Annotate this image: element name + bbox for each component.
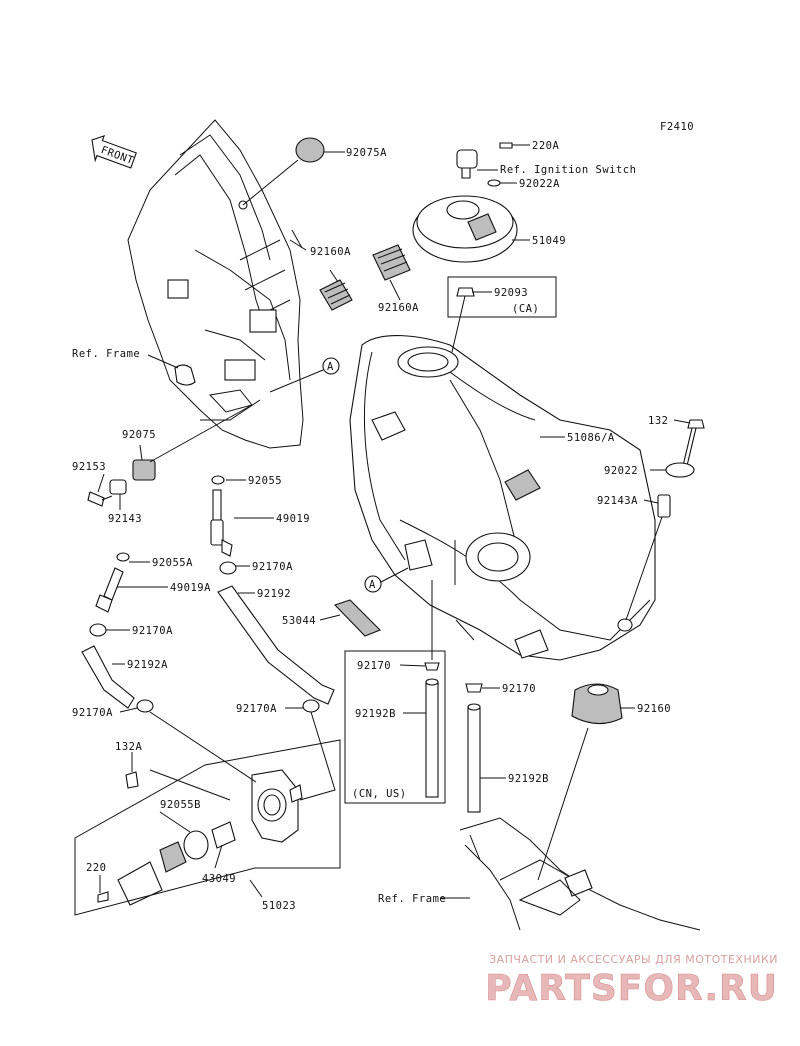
label-220: 220 — [86, 862, 106, 874]
label-92192: 92192 — [257, 588, 291, 600]
label-92192b-1: 92192B — [355, 708, 396, 720]
label-92055b: 92055B — [160, 799, 201, 811]
leader-lines — [97, 144, 691, 899]
label-92170a-1: 92170A — [252, 561, 293, 573]
pad-53044 — [333, 599, 381, 637]
damper-92075 — [132, 459, 156, 481]
o-ring-92055a — [116, 552, 130, 562]
label-ref-frame-bottom: Ref. Frame — [378, 893, 446, 905]
cn-us-region-box — [344, 650, 446, 804]
hose-92192a — [81, 645, 135, 709]
rubber-cap-92075a — [295, 137, 325, 163]
frame-drawing — [127, 119, 304, 449]
fuel-cock-assembly-outline — [74, 739, 341, 916]
watermark-brand: PARTSFOR.RU — [485, 968, 778, 1009]
label-92192a: 92192A — [127, 659, 168, 671]
label-92075a: 92075A — [346, 147, 387, 159]
label-43049: 43049 — [202, 873, 236, 885]
washer-92022 — [665, 462, 695, 478]
clamp-92170a-1 — [219, 561, 237, 575]
label-92022a: 92022A — [519, 178, 560, 190]
label-92075: 92075 — [122, 429, 156, 441]
damper-92160a-left — [319, 279, 353, 311]
frame-bottom — [459, 817, 701, 931]
label-51049: 51049 — [532, 235, 566, 247]
hose-92192b-right — [467, 703, 481, 813]
label-92170-2: 92170 — [502, 683, 536, 695]
screw-220a — [499, 142, 513, 149]
screen-49019a — [95, 567, 124, 613]
ca-region-box — [447, 276, 557, 318]
filler-cap-51049 — [412, 195, 518, 263]
label-92160a-2: 92160A — [378, 302, 419, 314]
label-92160: 92160 — [637, 703, 671, 715]
label-92192b-2: 92192B — [508, 773, 549, 785]
label-92153: 92153 — [72, 461, 106, 473]
fuel-cock-51023 — [97, 769, 303, 906]
label-92170-1: 92170 — [357, 660, 391, 672]
label-cn-us: (CN, US) — [352, 788, 407, 800]
label-92160a-1: 92160A — [310, 246, 351, 258]
o-ring-92055 — [211, 475, 225, 485]
label-132: 132 — [648, 415, 668, 427]
label-49019a: 49019A — [170, 582, 211, 594]
screen-49019 — [210, 489, 233, 557]
callout-a-upper-text: A — [327, 361, 334, 373]
label-92170a-4: 92170A — [236, 703, 277, 715]
bolt-92153 — [87, 491, 113, 507]
front-arrow: FRONT — [91, 135, 137, 169]
watermark-tagline: ЗАПЧАСТИ И АКСЕССУАРЫ ДЛЯ МОТОТЕХНИКИ — [489, 953, 778, 966]
figure-code: F2410 — [660, 121, 694, 133]
filter-43049 — [211, 821, 236, 849]
damper-92160a-right — [372, 244, 411, 281]
clamp-92170a-2 — [89, 623, 107, 637]
callout-a-lower: A — [364, 567, 409, 593]
bolt-132 — [681, 419, 705, 471]
label-92143a: 92143A — [597, 495, 638, 507]
label-132a: 132A — [115, 741, 142, 753]
hose-92192 — [217, 585, 335, 705]
watermark: ЗАПЧАСТИ И АКСЕССУАРЫ ДЛЯ МОТОТЕХНИКИ PA… — [485, 953, 778, 1009]
callout-a-upper: A — [269, 357, 340, 393]
ignition-key-cylinder — [456, 149, 478, 179]
screw-132a — [125, 771, 139, 789]
label-ref-frame-top: Ref. Frame — [72, 348, 140, 360]
label-92170a-3: 92170A — [72, 707, 113, 719]
label-51086: 51086/A — [567, 432, 615, 444]
label-92055: 92055 — [248, 475, 282, 487]
label-ca: (CA) — [512, 303, 539, 315]
label-ref-ignition-switch: Ref. Ignition Switch — [500, 164, 636, 176]
washer-92022a — [487, 179, 501, 187]
label-92143: 92143 — [108, 513, 142, 525]
callout-a-lower-text: A — [369, 579, 376, 591]
screw-220 — [97, 891, 109, 903]
gasket-92093 — [456, 287, 475, 297]
clamp-92170a-3 — [136, 699, 154, 713]
clamp-92170a-4 — [302, 699, 320, 713]
label-92093: 92093 — [494, 287, 528, 299]
label-92022: 92022 — [604, 465, 638, 477]
collar-92143a — [657, 494, 671, 518]
part-labels: F2410 92075A 220A Ref. Ignition Switch 9… — [72, 121, 694, 912]
collar-92143 — [109, 479, 127, 495]
o-ring-92055b — [183, 830, 209, 860]
label-220a: 220A — [532, 140, 559, 152]
hose-92192b-left — [425, 678, 439, 798]
label-92055a: 92055A — [152, 557, 193, 569]
label-92170a-2: 92170A — [132, 625, 173, 637]
damper-92160 — [571, 683, 623, 725]
label-53044: 53044 — [282, 615, 316, 627]
fuel-tank — [349, 335, 656, 661]
label-51023: 51023 — [262, 900, 296, 912]
label-49019: 49019 — [276, 513, 310, 525]
